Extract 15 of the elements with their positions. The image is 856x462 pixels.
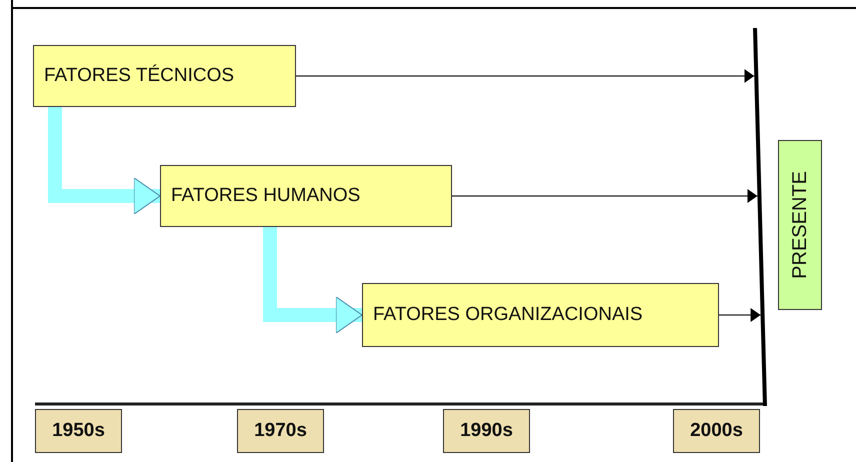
factor-box: FATORES TÉCNICOS <box>33 45 296 107</box>
present-box <box>778 140 822 310</box>
block-arrow <box>48 107 160 215</box>
year-box: 1990s <box>443 409 530 453</box>
factor-box: FATORES ORGANIZACIONAIS <box>362 283 719 347</box>
year-box: 1950s <box>35 409 122 453</box>
arrow <box>452 189 758 203</box>
present-line <box>750 26 770 408</box>
arrow <box>296 69 755 83</box>
factor-box: FATORES HUMANOS <box>160 165 452 227</box>
arrow <box>718 308 762 322</box>
block-arrow <box>263 227 362 334</box>
year-box: 1970s <box>237 409 324 453</box>
node-label: PRESENTE <box>788 171 812 279</box>
year-box: 2000s <box>673 409 760 453</box>
